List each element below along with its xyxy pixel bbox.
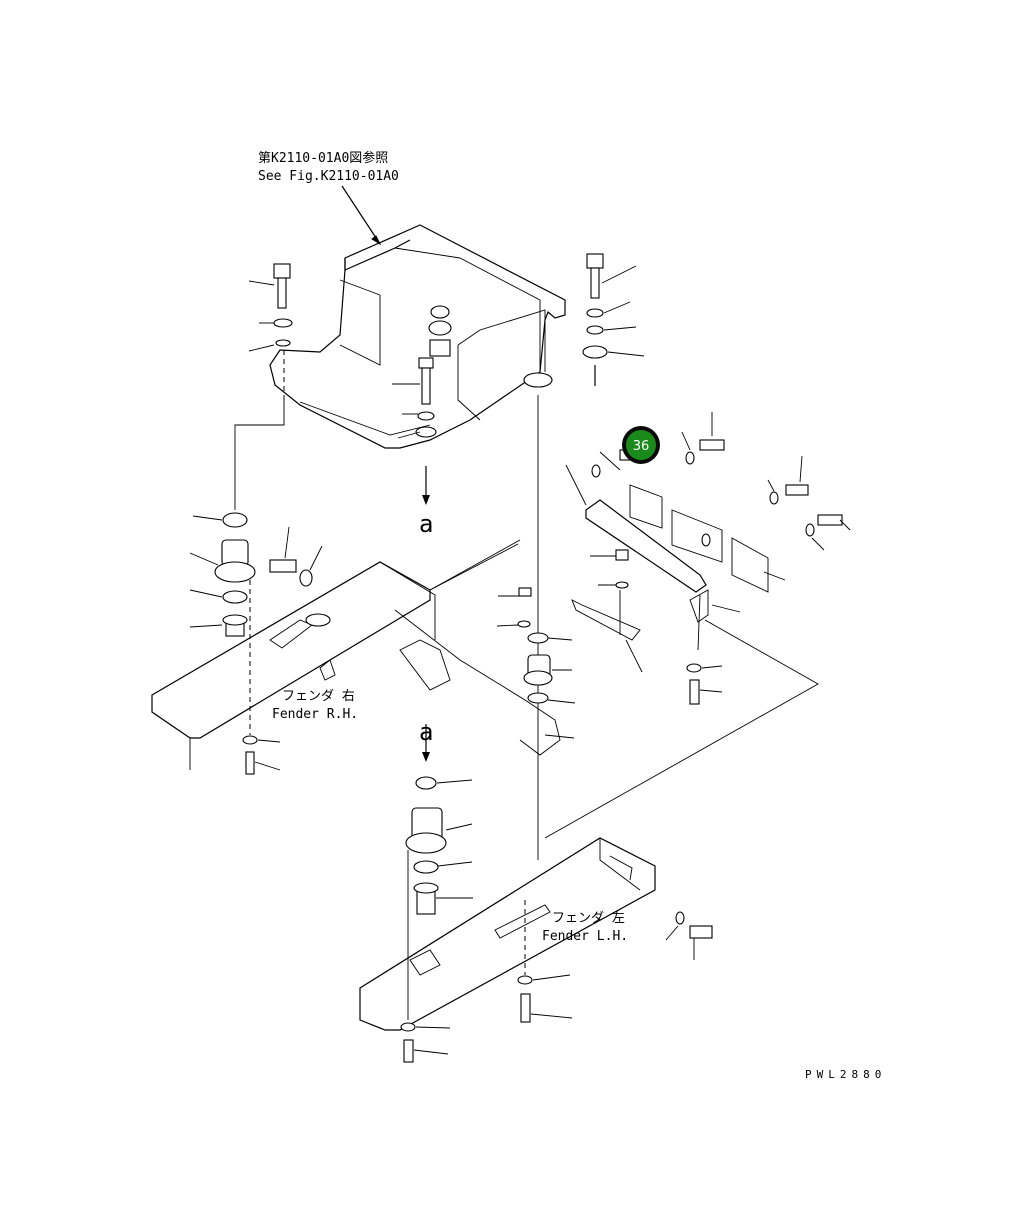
drawing-code: PWL2880 <box>805 1068 886 1081</box>
fender-lh <box>359 837 656 1031</box>
reference-leader <box>341 185 381 245</box>
view-mark-upper: a <box>419 510 433 538</box>
fender-lh-label-jp: フェンダ 左 <box>552 911 625 926</box>
reference-text-jp: 第K2110-01A0図参照 <box>258 150 388 166</box>
view-mark-lower: a <box>419 718 433 746</box>
fender-rh-label-en: Fender R.H. <box>272 707 358 722</box>
mount-stack-center <box>496 587 576 739</box>
mount-stack-left <box>189 512 323 735</box>
reference-text-en: See Fig.K2110-01A0 <box>258 169 399 184</box>
bolt-stack-center <box>392 357 437 505</box>
cab-assembly <box>269 224 566 449</box>
callout-36[interactable]: 36 <box>622 426 660 464</box>
bolt-stack-rh-lower <box>242 735 281 775</box>
bolt-stack-lh-side <box>665 911 713 960</box>
bolt-stack-bracket-lower <box>686 663 723 705</box>
bolt-stack-upper-right <box>537 253 645 860</box>
fender-lh-label-en: Fender L.H. <box>542 929 628 944</box>
fender-rh <box>151 539 561 770</box>
bolt-stack-lh-lower <box>400 974 573 1063</box>
fender-rh-label-jp: フェンダ 右 <box>282 689 355 704</box>
guide-line-lh <box>544 619 819 839</box>
bolt-stack-upper-left <box>234 263 293 510</box>
mount-stack-lower <box>405 776 473 1020</box>
callout-36-number: 36 <box>633 439 650 454</box>
bracket-assembly <box>565 412 851 673</box>
